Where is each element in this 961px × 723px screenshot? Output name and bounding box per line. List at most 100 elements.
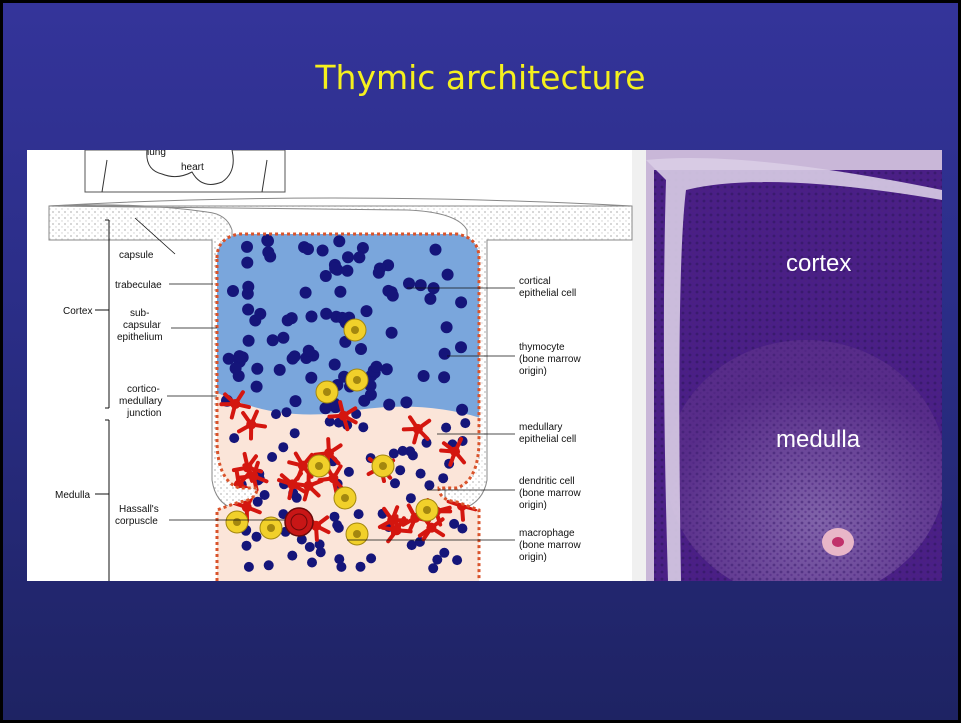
thymocyte	[242, 281, 254, 293]
macrophage-cell	[416, 499, 438, 521]
thymocyte	[254, 308, 266, 320]
thymocyte	[381, 363, 393, 375]
thymocyte	[305, 372, 317, 384]
thymocyte	[223, 353, 235, 365]
thymocyte	[361, 305, 373, 317]
macrophage-cell	[334, 487, 356, 509]
label-hassall-1: Hassall's	[119, 504, 159, 515]
label-macrophage-3: origin)	[519, 552, 547, 563]
thymocyte	[243, 335, 255, 347]
label-subcapsular-1: sub-	[130, 308, 149, 319]
thymocyte	[262, 235, 274, 247]
thymocyte	[400, 396, 412, 408]
label-cmj-3: junction	[126, 408, 161, 419]
label-trabeculae: trabeculae	[115, 280, 162, 291]
thymocyte	[251, 381, 263, 393]
thymocyte	[383, 399, 395, 411]
thymocyte	[290, 428, 300, 438]
thymocyte	[302, 243, 314, 255]
label-dendritic-3: origin)	[519, 500, 547, 511]
thymocyte	[354, 509, 364, 519]
thymocyte	[264, 560, 274, 570]
thymocyte	[424, 293, 436, 305]
thymocyte	[289, 350, 301, 362]
thymocyte	[441, 321, 453, 333]
label-subcapsular-3: epithelium	[117, 332, 163, 343]
thymocyte	[277, 332, 289, 344]
thymocyte	[407, 540, 417, 550]
thymocyte	[278, 442, 288, 452]
thymocyte	[442, 269, 454, 281]
thymocyte	[320, 270, 332, 282]
macrophage-cell	[344, 319, 366, 341]
label-cmj-2: medullary	[119, 396, 162, 407]
thymocyte	[387, 290, 399, 302]
thymocyte	[253, 497, 263, 507]
thymocyte	[252, 532, 262, 542]
label-cortical-2: epithelial cell	[519, 288, 576, 299]
thymocyte	[305, 542, 315, 552]
thymocyte	[320, 402, 332, 414]
thymocyte	[455, 341, 467, 353]
macrophage-cell	[346, 369, 368, 391]
thymocyte	[241, 257, 253, 269]
thymocyte	[358, 422, 368, 432]
label-thymocyte-1: thymocyte	[519, 342, 565, 353]
label-macrophage-2: (bone marrow	[519, 540, 581, 551]
thymocyte	[438, 371, 450, 383]
thymocyte	[353, 251, 365, 263]
thymus-diagram: heart lung	[27, 150, 646, 581]
macrophage-cell	[346, 523, 368, 545]
thymocyte	[389, 449, 399, 459]
label-cmj-1: cortico-	[127, 384, 160, 395]
thymocyte	[406, 493, 416, 503]
thymocyte	[317, 245, 329, 257]
thymocyte	[356, 562, 366, 572]
thymocyte	[271, 409, 281, 419]
thymocyte	[262, 246, 274, 258]
micrograph-cortex-label: cortex	[786, 250, 851, 278]
thymocyte	[438, 473, 448, 483]
thymocyte	[227, 285, 239, 297]
thymocyte	[300, 287, 312, 299]
thymocyte	[336, 562, 346, 572]
macrophage-cell	[372, 455, 394, 477]
label-subcapsular-2: capsular	[123, 320, 161, 331]
thymocyte	[439, 348, 451, 360]
thymocyte	[371, 361, 383, 373]
thymocyte	[334, 286, 346, 298]
thymocyte	[242, 541, 252, 551]
label-dendritic-2: (bone marrow	[519, 488, 581, 499]
thymocyte	[267, 452, 277, 462]
thymocyte	[365, 389, 377, 401]
thymocyte	[366, 553, 376, 563]
macrophage-cell	[308, 455, 330, 477]
thymocyte	[344, 467, 354, 477]
label-cortical-1: cortical	[519, 276, 551, 287]
thymocyte	[415, 279, 427, 291]
thymocyte	[282, 314, 294, 326]
thymocyte	[355, 343, 367, 355]
label-dendritic-1: dendritic cell	[519, 476, 575, 487]
thymocyte	[332, 520, 342, 530]
thymocyte	[230, 362, 242, 374]
slide-title: Thymic architecture	[3, 58, 958, 97]
thymocyte	[439, 548, 449, 558]
thymocyte	[306, 311, 318, 323]
hassalls-corpuscle	[285, 508, 313, 536]
thymocyte	[460, 418, 470, 428]
figure-panel: heart lung	[27, 150, 942, 581]
thymocyte	[329, 359, 341, 371]
medulla-region-label: Medulla	[55, 490, 90, 501]
label-medullary-2: epithelial cell	[519, 434, 576, 445]
thymocyte	[241, 241, 253, 253]
thymocyte	[307, 558, 317, 568]
micrograph-image	[646, 150, 942, 581]
thymocyte	[424, 480, 434, 490]
thymocyte	[242, 304, 254, 316]
thymocyte	[287, 551, 297, 561]
thymocyte	[430, 244, 442, 256]
thymocyte	[251, 363, 263, 375]
label-thymocyte-2: (bone marrow	[519, 354, 581, 365]
